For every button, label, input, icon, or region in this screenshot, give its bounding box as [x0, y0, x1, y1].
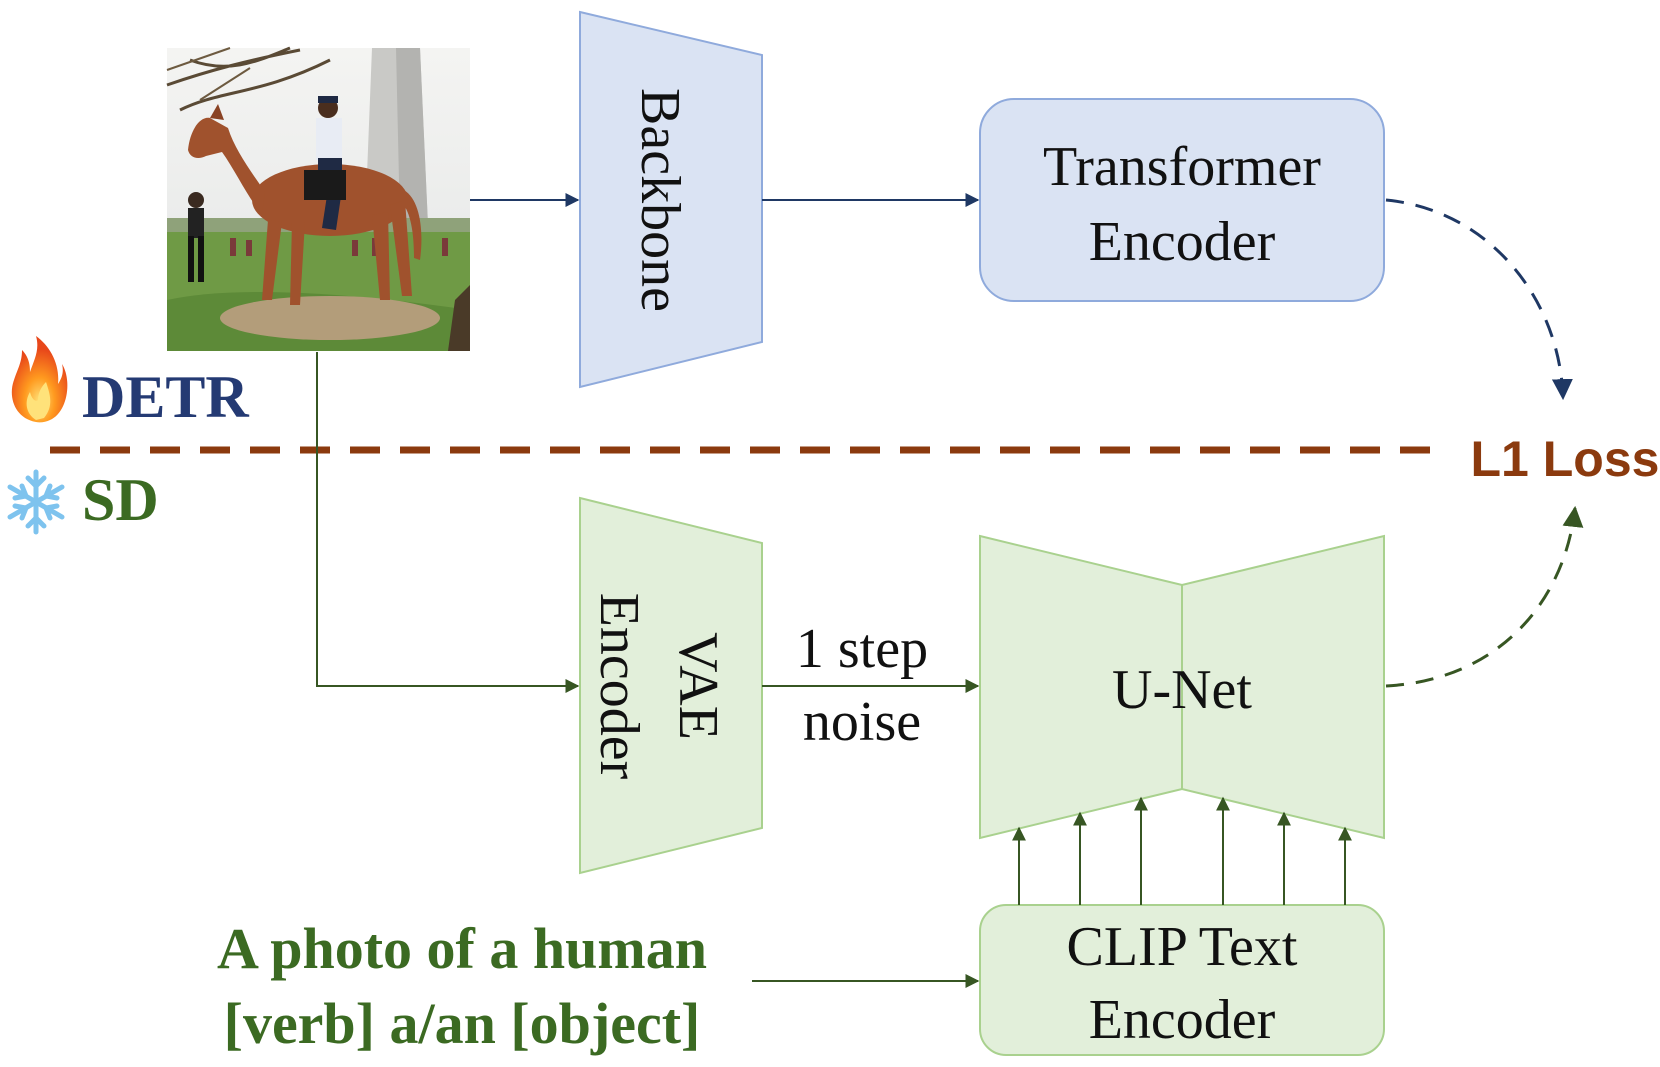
transformer-encoder-label-line2: Encoder — [1089, 211, 1276, 273]
l1-loss-label: L1 Loss — [1471, 431, 1660, 487]
clip-to-unet-arrows — [1012, 796, 1352, 905]
prompt-line2: [verb] a/an [object] — [224, 991, 701, 1056]
transformer-encoder-label-line1: Transformer — [1043, 136, 1321, 198]
noise-label-line2: noise — [803, 691, 921, 753]
noise-label-line1: 1 step — [796, 618, 928, 680]
clip-text-encoder-block — [979, 904, 1385, 1056]
prompt-line1: A photo of a human — [217, 916, 707, 981]
unet-label: U-Net — [1112, 659, 1252, 721]
arrow-transformer-to-loss — [1385, 198, 1573, 401]
vae-encoder-label-line2: Encoder — [588, 593, 650, 780]
transformer-encoder-block — [979, 98, 1385, 302]
arrow-unet-to-loss — [1385, 505, 1584, 688]
legend-sd-label: SD — [82, 467, 159, 533]
input-photo — [166, 46, 470, 351]
legend-detr-label: DETR — [82, 364, 249, 430]
arrow-photo-to-vae — [316, 352, 580, 693]
backbone-block — [579, 10, 763, 389]
clip-text-encoder-label-line2: Encoder — [1089, 989, 1276, 1051]
backbone-label: Backbone — [629, 88, 691, 312]
clip-text-encoder-label-line1: CLIP Text — [1067, 916, 1298, 978]
vae-encoder-block — [579, 496, 763, 875]
fire-icon — [11, 336, 68, 423]
snowflake-icon — [7, 469, 65, 535]
vae-encoder-label-line1: VAE — [667, 632, 729, 740]
